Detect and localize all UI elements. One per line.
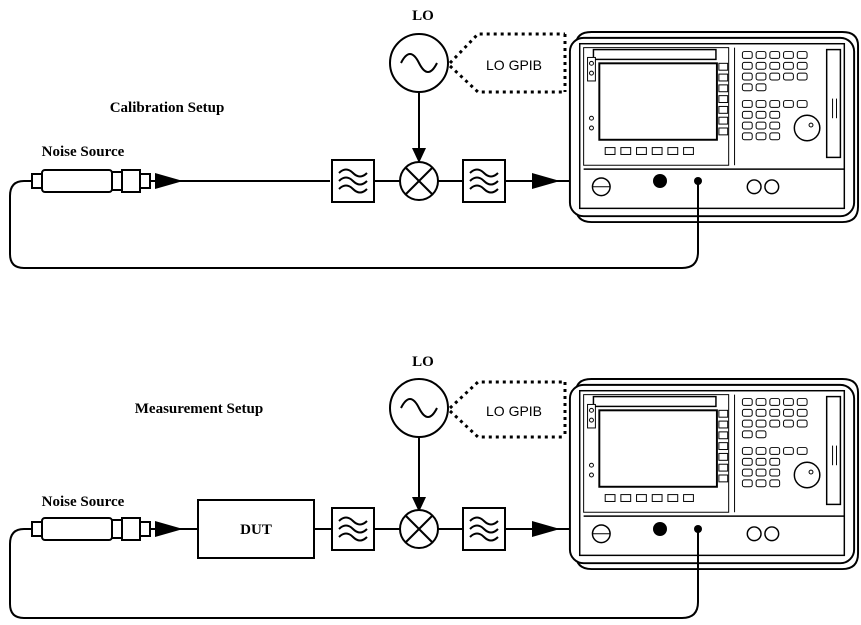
lo-arrow-icon bbox=[412, 148, 426, 163]
mixer-icon bbox=[399, 161, 439, 201]
lo-gpib-link: LO GPIB bbox=[448, 32, 567, 94]
noise-figure-analyzer-icon bbox=[568, 377, 860, 571]
output-filter-icon bbox=[462, 507, 506, 551]
lo-gpib-label: LO GPIB bbox=[486, 57, 542, 73]
calibration-setup: Calibration Setup LO Noise Source LO GPI… bbox=[9, 8, 860, 269]
noise-source-icon bbox=[31, 517, 151, 541]
rf-input-port bbox=[653, 522, 667, 536]
lo-label: LO bbox=[412, 354, 434, 370]
noise-figure-analyzer-icon bbox=[568, 30, 860, 224]
mixer-icon bbox=[399, 509, 439, 549]
noise-source-drive-cable bbox=[9, 528, 699, 619]
lo-arrow-icon bbox=[412, 497, 426, 512]
lo-label: LO bbox=[412, 8, 434, 24]
measurement-setup: Measurement Setup LO Noise Source LO GPI… bbox=[9, 354, 860, 619]
dut-label: DUT bbox=[240, 522, 272, 538]
lo-oscillator-icon bbox=[389, 33, 449, 93]
input-arrow-icon bbox=[532, 521, 560, 537]
lo-oscillator-icon bbox=[389, 378, 449, 438]
dut-block: DUT bbox=[197, 499, 315, 559]
calibration-setup-title: Calibration Setup bbox=[110, 100, 225, 116]
measurement-setup-title: Measurement Setup bbox=[135, 401, 263, 417]
input-filter-icon bbox=[331, 159, 375, 203]
lo-gpib-label: LO GPIB bbox=[486, 403, 542, 419]
input-arrow-icon bbox=[532, 173, 560, 189]
signal-arrow-icon bbox=[155, 521, 183, 537]
signal-arrow-icon bbox=[155, 173, 183, 189]
output-filter-icon bbox=[462, 159, 506, 203]
input-filter-icon bbox=[331, 507, 375, 551]
lo-gpib-link: LO GPIB bbox=[448, 380, 567, 439]
noise-source-label: Noise Source bbox=[42, 144, 125, 160]
noise-source-icon bbox=[31, 169, 151, 193]
rf-input-port bbox=[653, 174, 667, 188]
noise-source-label: Noise Source bbox=[42, 494, 125, 510]
noise-source-drive-cable bbox=[9, 180, 699, 269]
